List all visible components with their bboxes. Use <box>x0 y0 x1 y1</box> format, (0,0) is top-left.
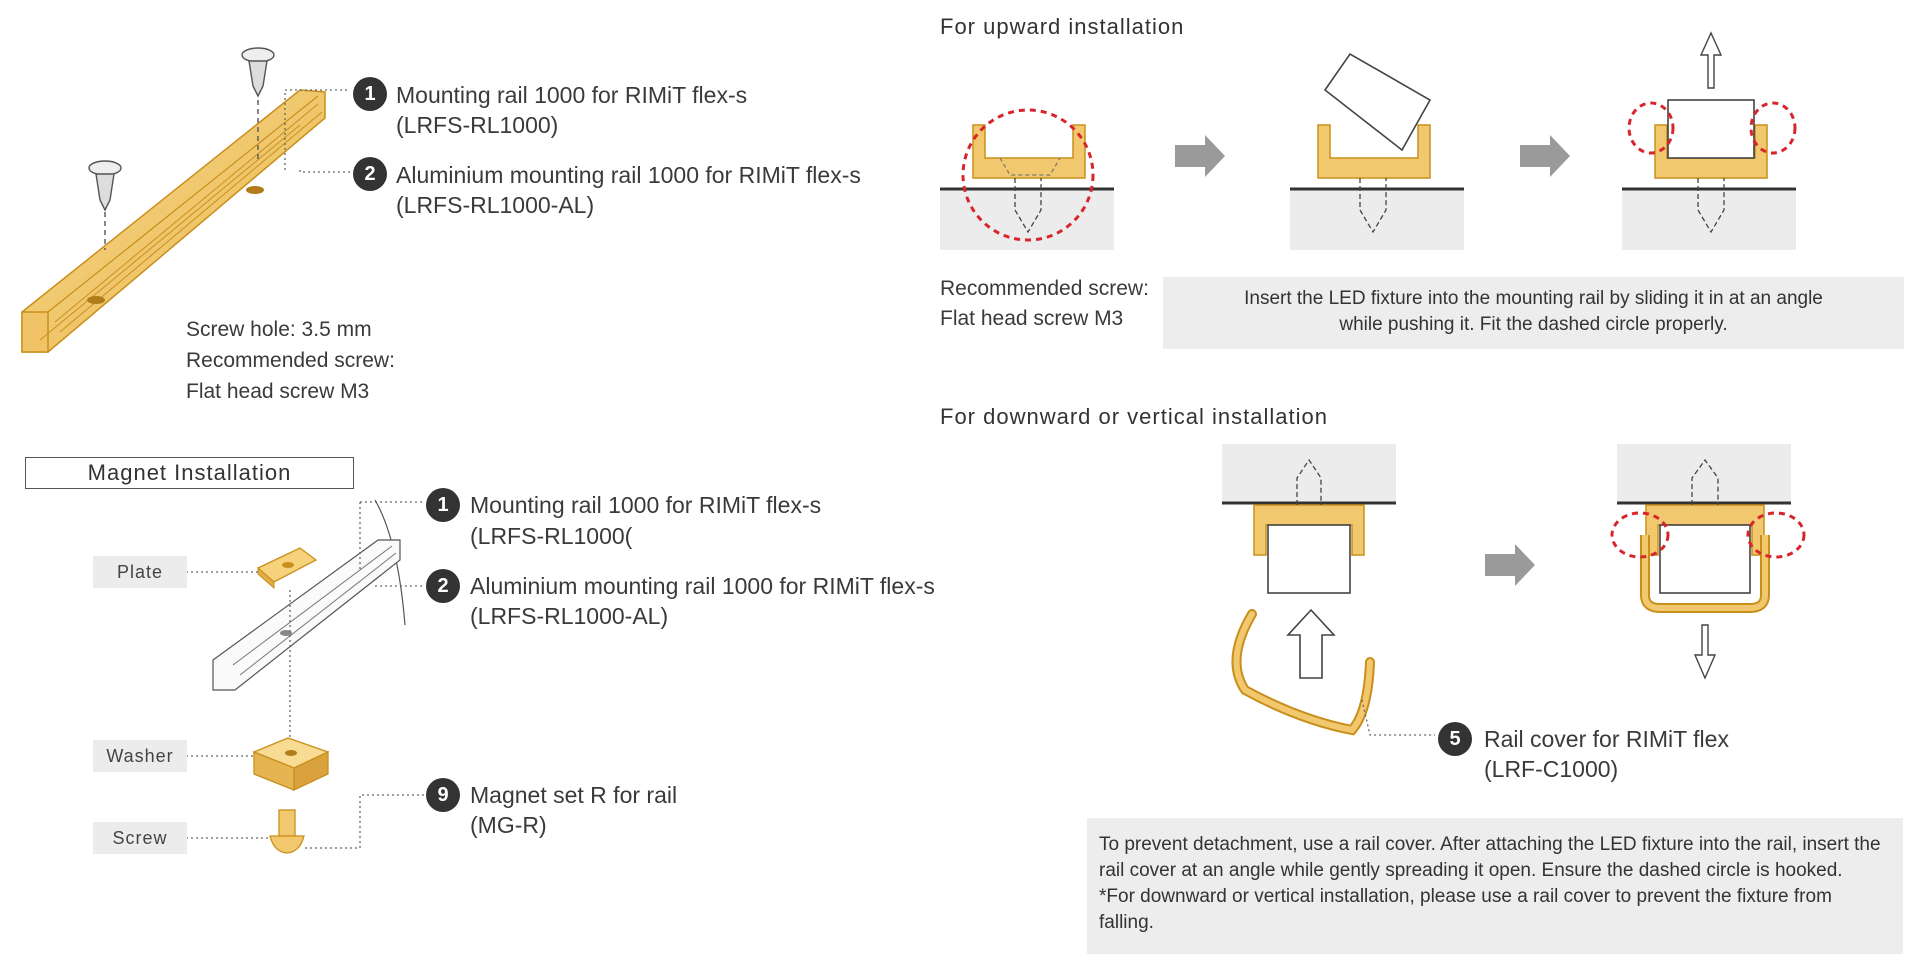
screw-hole-label: Screw hole: 3.5 mm <box>186 318 372 341</box>
magnet-set-name: Magnet set R for rail <box>470 782 678 808</box>
screw-icon <box>241 47 275 160</box>
screw-icon <box>88 160 122 250</box>
screw-type-label: Flat head screw M3 <box>186 380 370 403</box>
screw-tag: Screw <box>93 822 187 854</box>
arrow-down-icon <box>1693 624 1717 680</box>
badge-1: 1 <box>426 488 460 522</box>
outline-rail-illustration <box>212 499 406 691</box>
downward-step-1 <box>1222 444 1435 736</box>
washer-tag: Washer <box>93 740 187 772</box>
magnet-installation-title: Magnet Installation <box>25 457 354 489</box>
upward-step-1 <box>940 108 1114 250</box>
upward-instruction-line1: Insert the LED fixture into the mounting… <box>1244 288 1823 309</box>
badge-5: 5 <box>1438 722 1472 756</box>
badge-2: 2 <box>426 569 460 603</box>
magnet-item1-code: (LRFS-RL1000( <box>470 523 633 549</box>
item1-name: Mounting rail 1000 for RIMiT flex-s <box>396 82 748 108</box>
upward-heading: For upward installation <box>940 14 1185 39</box>
upward-instruction-box: Insert the LED fixture into the mounting… <box>1163 277 1904 349</box>
rail-cover-name: Rail cover for RIMiT flex <box>1484 726 1729 752</box>
upward-rec-screw: Recommended screw: <box>940 277 1149 300</box>
upward-screw-type: Flat head screw M3 <box>940 307 1124 330</box>
item2-name: Aluminium mounting rail 1000 for RIMiT f… <box>396 162 861 188</box>
downward-instruction-line4: falling. <box>1099 912 1154 933</box>
upward-instruction-line2: while pushing it. Fit the dashed circle … <box>1339 314 1728 335</box>
downward-instruction-line3: *For downward or vertical installation, … <box>1099 886 1832 907</box>
gold-rail-illustration <box>21 89 326 353</box>
magnet-item1-name: Mounting rail 1000 for RIMiT flex-s <box>470 492 822 518</box>
rail-cover-code: (LRF-C1000) <box>1484 756 1619 782</box>
magnet-item2-name: Aluminium mounting rail 1000 for RIMiT f… <box>470 573 935 599</box>
magnet-item2-code: (LRFS-RL1000-AL) <box>470 603 669 629</box>
badge-9: 9 <box>426 778 460 812</box>
item2-code: (LRFS-RL1000-AL) <box>396 192 595 218</box>
downward-step-2 <box>1610 444 1806 680</box>
downward-heading: For downward or vertical installation <box>940 404 1328 429</box>
arrow-up-icon <box>1286 608 1336 679</box>
item1-code: (LRFS-RL1000) <box>396 112 559 138</box>
downward-instruction-line1: To prevent detachment, use a rail cover.… <box>1099 834 1881 855</box>
arrow-right-icon <box>1485 544 1535 586</box>
arrow-right-icon <box>1520 135 1570 177</box>
arrow-right-icon <box>1175 135 1225 177</box>
upward-step-2 <box>1290 52 1464 250</box>
badge-1: 1 <box>353 77 387 111</box>
downward-instruction-line2: rail cover at an angle while gently spre… <box>1099 860 1843 881</box>
recommended-screw-label: Recommended screw: <box>186 349 395 372</box>
badge-2: 2 <box>353 157 387 191</box>
leader-line <box>284 89 350 170</box>
downward-instruction-box: To prevent detachment, use a rail cover.… <box>1087 818 1903 954</box>
arrow-up-icon <box>1699 31 1723 89</box>
plate-illustration <box>256 547 318 590</box>
upward-step-3 <box>1622 31 1797 250</box>
plate-tag: Plate <box>93 556 187 588</box>
magnet-screw-illustration <box>269 809 305 854</box>
magnet-set-code: (MG-R) <box>470 812 547 838</box>
leader-line <box>299 170 350 173</box>
washer-illustration <box>252 737 330 792</box>
